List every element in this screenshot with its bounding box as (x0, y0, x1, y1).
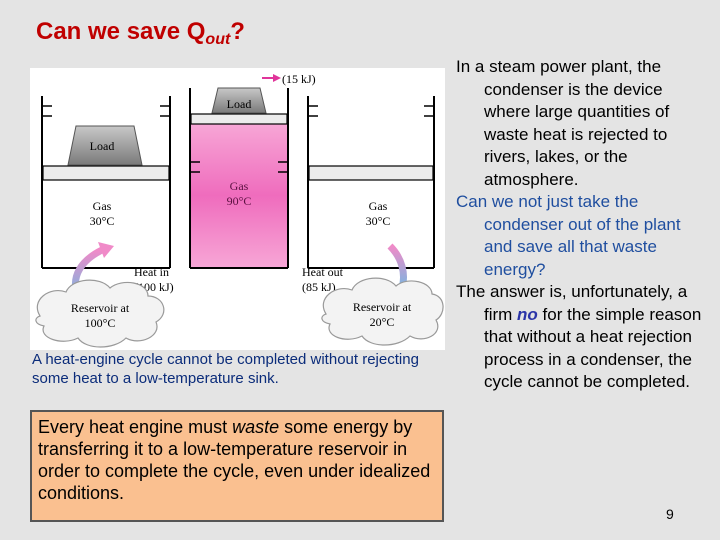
gas-right-name: Gas (369, 199, 388, 213)
reservoir-right-line2: 20°C (370, 315, 395, 329)
work-label: (15 kJ) (282, 72, 316, 86)
answer-after: for the simple reason that without a hea… (484, 304, 702, 392)
reservoir-left-line1: Reservoir at (71, 301, 130, 315)
gas-left-name: Gas (93, 199, 112, 213)
load-left-label: Load (90, 139, 115, 153)
reservoir-left-line2: 100°C (85, 316, 116, 330)
gas-middle-temp: 90°C (227, 194, 252, 208)
gas-right-temp: 30°C (366, 214, 391, 228)
heat-out-line1: Heat out (302, 265, 344, 279)
answer-emphasis: no (517, 304, 538, 324)
gas-middle-name: Gas (230, 179, 249, 193)
title-suffix: ? (230, 18, 245, 45)
heat-out-line2: (85 kJ) (302, 280, 336, 294)
cylinder-left: Load Gas 30°C (41, 96, 171, 269)
summary-box: Every heat engine must waste some energy… (30, 410, 444, 522)
paragraph-answer: The answer is, unfortunately, a firm no … (456, 281, 704, 394)
heat-in-line1: Heat in (134, 265, 169, 279)
reservoir-right-cloud (321, 277, 444, 346)
right-column: In a steam power plant, the condenser is… (456, 56, 704, 394)
title-subscript: out (205, 31, 231, 48)
page-number: 9 (666, 506, 674, 522)
paragraph-condenser: In a steam power plant, the condenser is… (456, 57, 670, 189)
load-middle-label: Load (227, 97, 252, 111)
figure-caption: A heat-engine cycle cannot be completed … (32, 351, 419, 387)
cylinder-middle: Load Gas 90°C (15 kJ) (189, 72, 316, 269)
gas-left-temp: 30°C (90, 214, 115, 228)
title-main: Can we save Q (36, 18, 206, 45)
heat-engine-figure: Load Gas 30°C Load Gas 90°C (15 kJ) (30, 68, 445, 350)
reservoir-right-line1: Reservoir at (353, 300, 412, 314)
cylinder-right: Gas 30°C (307, 96, 435, 269)
box-text-after: some energy by transferring it to a low-… (38, 417, 431, 503)
slide-title: Can we save Qout? (36, 18, 245, 49)
answer-before: The answer is, unfortunately, a firm (456, 282, 688, 324)
reservoir-left-cloud (35, 279, 165, 348)
box-text-before: Every heat engine must (38, 417, 233, 437)
box-text-emphasis: waste (232, 417, 280, 437)
paragraph-question: Can we not just take the condenser out o… (456, 192, 681, 279)
